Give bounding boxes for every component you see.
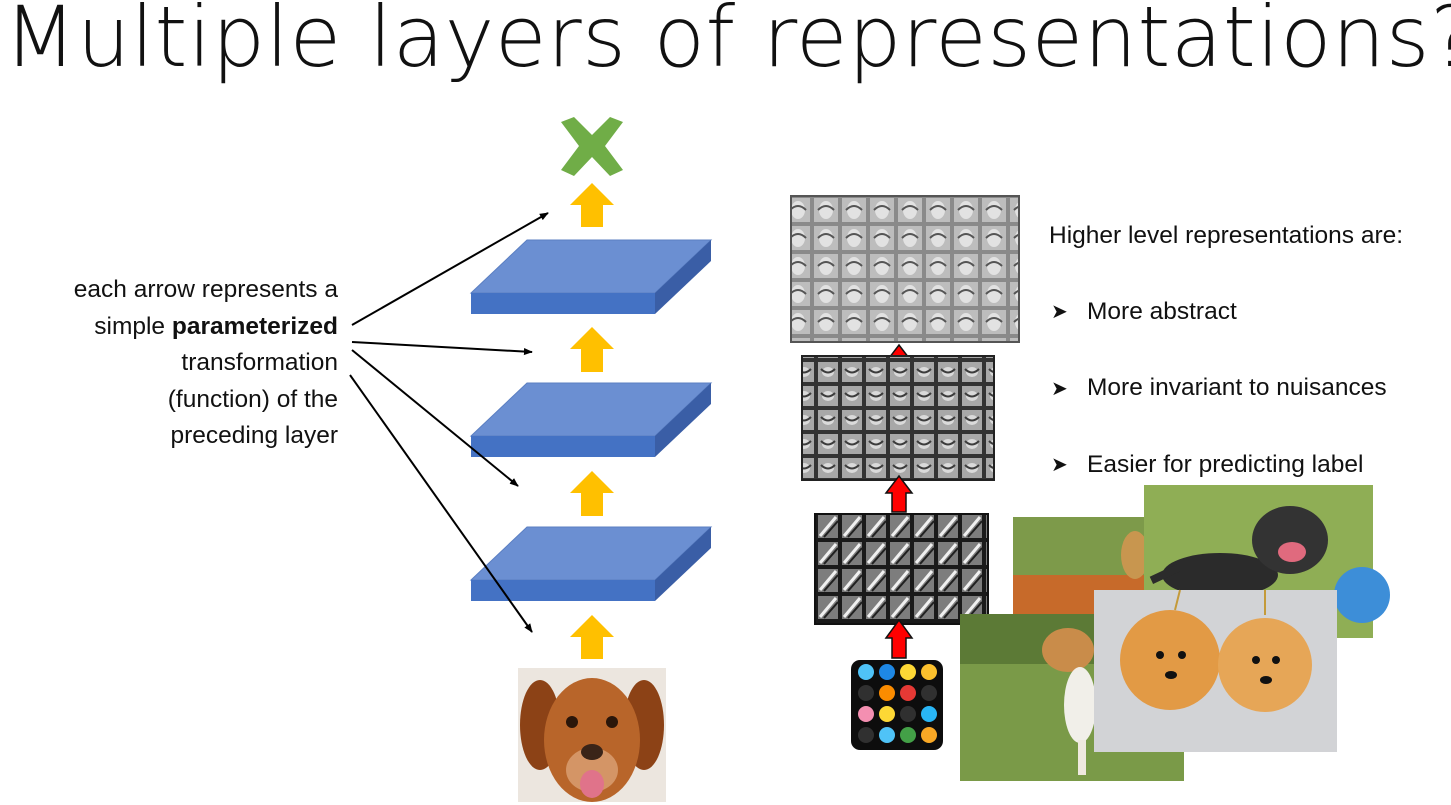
pointer-arrow (351, 212, 549, 326)
layer-slab (469, 526, 713, 601)
pointer-arrow (351, 341, 533, 356)
yellow-up-arrow-icon (570, 471, 614, 516)
bullet-text: Easier for predicting label (1087, 450, 1364, 478)
dog-photo-pomeranians (1094, 589, 1337, 752)
bullet-item: ➤ More abstract (1051, 292, 1387, 331)
caption-line-1: each arrow represents a (73, 276, 338, 303)
pointer-arrow (349, 374, 533, 633)
layer-slab (469, 382, 713, 457)
bullet-item: ➤ More invariant to nuisances (1051, 369, 1387, 408)
arrow-bullet-icon: ➤ (1051, 301, 1068, 323)
arrow-bullet-icon: ➤ (1051, 454, 1068, 476)
caption-line-4: (function) of the (167, 385, 338, 413)
pointer-arrow (351, 349, 519, 487)
bullet-list: ➤ More abstract ➤ More invariant to nuisan… (1051, 292, 1387, 522)
side-heading: Higher level representations are: (1049, 222, 1404, 249)
input-dog-image (518, 668, 666, 802)
pixel-color-grid (851, 660, 943, 750)
mid-level-features-grid (801, 355, 995, 481)
yellow-up-arrow-icon (570, 183, 614, 227)
yellow-up-arrow-icon (570, 327, 614, 372)
caption-line-5: preceding layer (170, 422, 338, 449)
red-up-arrow-icon (884, 474, 914, 513)
dog-photo-field (1013, 517, 1149, 617)
bullet-text: More invariant to nuisances (1087, 374, 1387, 401)
bullet-text: More abstract (1087, 297, 1237, 325)
caption-line-2-pre: simple (94, 312, 172, 340)
arrow-caption: each arrow represents a simple parameter… (20, 272, 338, 455)
bullet-item: ➤ Easier for predicting label (1051, 445, 1387, 484)
red-up-arrow-icon (884, 618, 914, 659)
slide-title: Multiple layers of representations? (4, 0, 1451, 86)
arrow-bullet-icon: ➤ (1051, 377, 1068, 400)
high-level-features-grid (790, 195, 1020, 343)
layer-slab (469, 239, 713, 314)
caption-line-2: simple parameterized (20, 309, 338, 346)
green-x-icon (561, 117, 623, 176)
caption-bold-word: parameterized (171, 312, 338, 340)
yellow-up-arrow-icon (570, 615, 614, 659)
low-level-features-grid (814, 513, 989, 625)
caption-line-3: transformation (181, 349, 338, 376)
